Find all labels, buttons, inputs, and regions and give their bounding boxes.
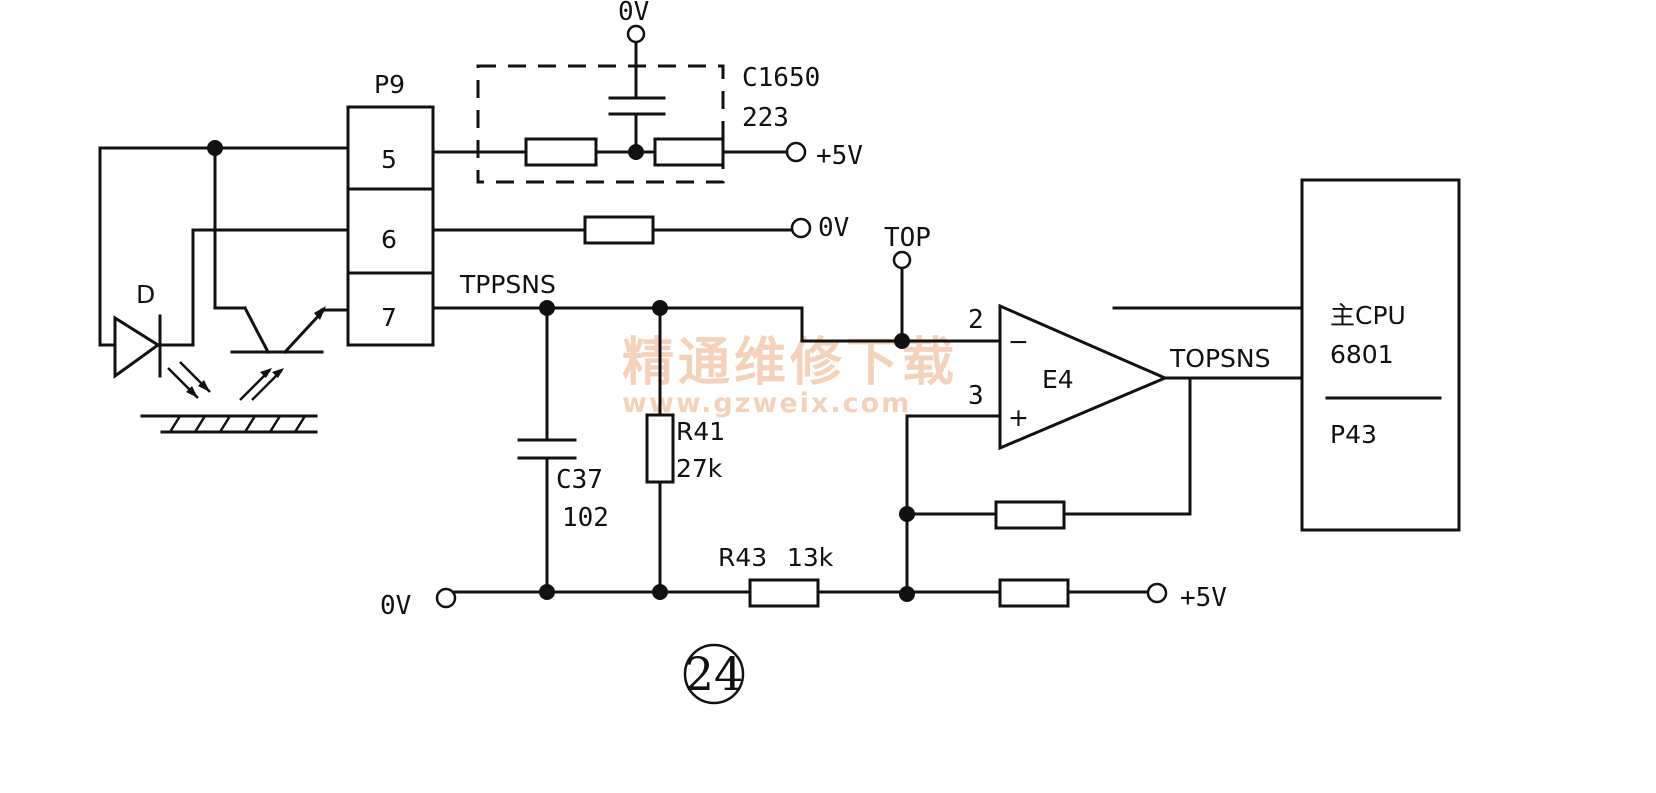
- opamp-pin3-label: 3: [968, 381, 984, 411]
- terminal-pin6-0v: [790, 217, 812, 239]
- terminal-bottom-0v-label: 0V: [380, 591, 411, 621]
- connector-label: P9: [374, 70, 405, 99]
- connector-p9: P9 5 6 7: [346, 70, 435, 347]
- terminal-bottom-5v: [1146, 582, 1168, 604]
- opamp-name: E4: [1042, 365, 1074, 394]
- pin5-filter: 0V C1650 223 +5V: [431, 0, 863, 184]
- opamp-e4: E4 − + 2 3 TOPSNS: [899, 303, 1304, 596]
- pin6-path: 0V: [431, 213, 849, 245]
- tppsns-net: TPPSNS TOP: [431, 223, 1002, 349]
- terminal-bottom-5v-label: +5V: [1180, 583, 1227, 613]
- terminal-pin5-5v: [785, 141, 807, 163]
- terminal-top: [892, 250, 912, 270]
- resistor-r43: [748, 578, 820, 608]
- cap-box-label-1: C1650: [742, 63, 820, 93]
- r41-name: R41: [676, 417, 725, 446]
- terminal-bottom-0v: [435, 587, 457, 609]
- net-tppsns-label: TPPSNS: [459, 270, 556, 299]
- terminal-pin6-0v-label: 0V: [818, 213, 849, 243]
- resistor-pullup: [998, 578, 1070, 608]
- pin-5-label: 5: [381, 145, 397, 174]
- cpu-label: 主CPU: [1330, 301, 1406, 330]
- diode-d: D: [113, 280, 211, 399]
- c37-value: 102: [562, 503, 609, 533]
- resistor-pin5-a: [524, 137, 598, 167]
- cpu-model: 6801: [1330, 340, 1394, 369]
- dashed-box: [476, 64, 725, 184]
- cpu-port: P43: [1330, 420, 1377, 449]
- r43-value: 13k: [787, 543, 834, 572]
- cap-box-label-2: 223: [742, 103, 789, 133]
- pin-6-label: 6: [381, 225, 397, 254]
- main-cpu: 主CPU 6801 P43: [1112, 178, 1461, 532]
- phototransistor: [230, 305, 350, 401]
- bottom-rail: 0V R43 13k +5V: [380, 543, 1227, 621]
- pin-7-label: 7: [381, 303, 397, 332]
- resistor-feedback: [994, 500, 1066, 530]
- opamp-minus: −: [1008, 327, 1029, 356]
- resistor-pin6: [583, 215, 655, 245]
- resistor-r41: R41 27k: [645, 306, 725, 594]
- terminal-top-0v: [626, 24, 646, 44]
- figure-number-text: 24: [685, 647, 744, 701]
- opamp-plus: +: [1008, 403, 1029, 432]
- terminal-pin5-5v-label: +5V: [816, 141, 863, 171]
- r41-value: 27k: [676, 454, 723, 483]
- net-topsns-label: TOPSNS: [1169, 344, 1270, 373]
- figure-number: 24: [683, 643, 745, 705]
- c37-name: C37: [556, 465, 603, 495]
- reflective-surface: [140, 414, 318, 434]
- diode-label: D: [136, 280, 155, 309]
- r43-name: R43: [718, 543, 767, 572]
- terminal-top-0v-label: 0V: [618, 0, 649, 27]
- terminal-top-label: TOP: [884, 223, 931, 253]
- opamp-pin2-label: 2: [968, 305, 984, 335]
- capacitor-c37: C37 102: [517, 306, 609, 594]
- optical-sensor: D: [98, 140, 350, 434]
- resistor-pin5-b: [653, 137, 725, 167]
